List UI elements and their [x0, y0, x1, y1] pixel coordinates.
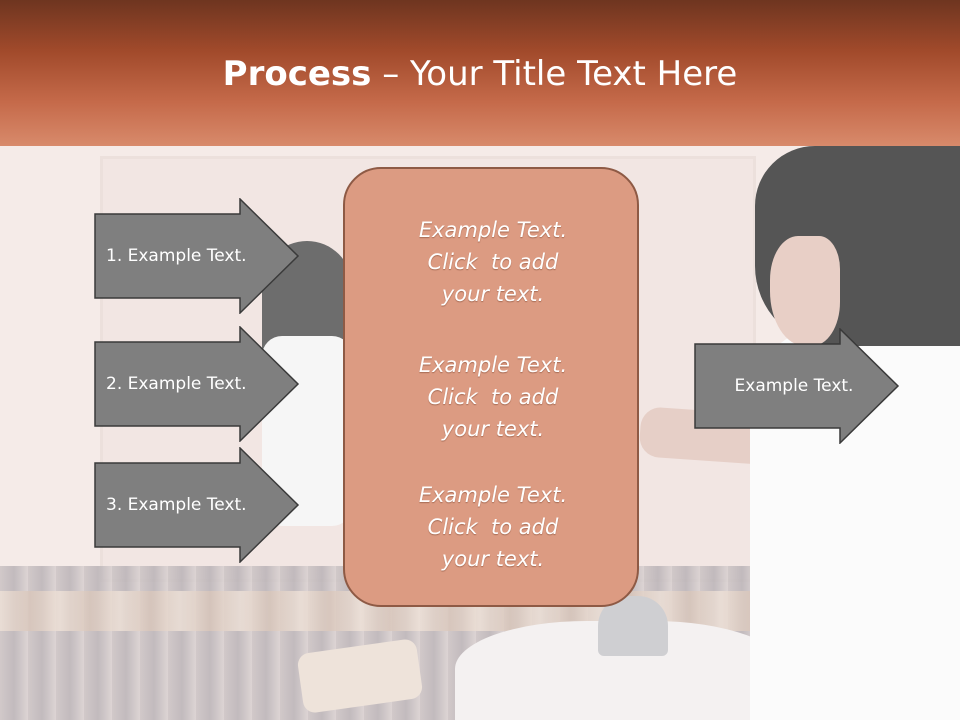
arrow-step-2[interactable]: 2. Example Text. — [94, 326, 300, 442]
paragraph-line: your text. — [441, 282, 545, 306]
arrow-step-3[interactable]: 3. Example Text. — [94, 447, 300, 563]
center-paragraph-2: Example Text. Click to add your text. — [345, 349, 641, 445]
arrow-step-1[interactable]: 1. Example Text. — [94, 198, 300, 314]
paragraph-line: Click to add — [427, 250, 559, 274]
arrow-step-1-label: 1. Example Text. — [106, 246, 247, 266]
arrow-output-label: Example Text. — [734, 376, 854, 396]
slide-title[interactable]: Process – Your Title Text Here — [0, 52, 960, 96]
title-dash: – — [371, 54, 411, 94]
title-bold: Process — [222, 54, 372, 94]
paragraph-line: your text. — [441, 417, 545, 441]
center-text-box[interactable]: Example Text. Click to add your text. Ex… — [343, 167, 639, 607]
paragraph-line: your text. — [441, 547, 545, 571]
paragraph-line: Click to add — [427, 515, 559, 539]
paragraph-line: Example Text. — [418, 483, 568, 507]
arrow-step-2-label: 2. Example Text. — [106, 374, 247, 394]
title-rest: Your Title Text Here — [410, 54, 738, 94]
center-paragraph-3: Example Text. Click to add your text. — [345, 479, 641, 575]
title-bar: Process – Your Title Text Here — [0, 0, 960, 146]
paragraph-line: Example Text. — [418, 218, 568, 242]
arrow-step-3-label: 3. Example Text. — [106, 495, 247, 515]
paragraph-line: Click to add — [427, 385, 559, 409]
arrow-output[interactable]: Example Text. — [694, 328, 900, 444]
paragraph-line: Example Text. — [418, 353, 568, 377]
center-paragraph-1: Example Text. Click to add your text. — [345, 214, 641, 310]
